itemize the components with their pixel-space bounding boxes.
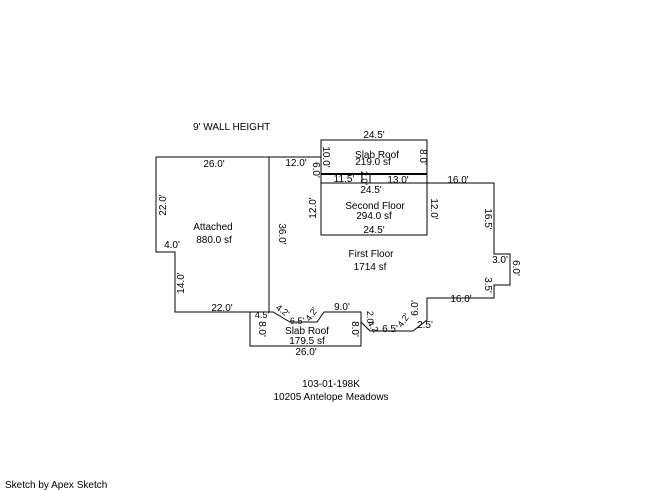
dim-ff-bot-left-small: 6.5' <box>290 316 305 326</box>
first-floor-outline <box>269 156 511 332</box>
dim-ff-bottom-mid: 9.0' <box>334 302 350 313</box>
dim-sr-inner-b: 2.0' <box>359 171 369 186</box>
sketch-credit: Sketch by Apex Sketch <box>5 480 107 490</box>
dim-att-left-lower: 14.0' <box>176 272 187 293</box>
attached-name: Attached <box>193 222 232 233</box>
slab-roof-top-area: 219.0 sf <box>355 157 391 168</box>
dim-ff-diag-left: 4.2' <box>303 305 320 323</box>
dim-ff-bottom-right: 16.0' <box>450 294 471 305</box>
dim-sb-left: 8.0' <box>256 321 267 337</box>
dim-ff-bot-right-small: 2.5' <box>417 320 433 331</box>
dim-att-right: 36.0' <box>276 223 287 244</box>
dim-ff-top-vert: 6.0' <box>310 162 321 178</box>
slab-roof-bottom-name: Slab Roof <box>285 326 329 337</box>
first-floor-area: 1714 sf <box>354 262 387 273</box>
dim-sr-left: 10.0' <box>320 146 331 167</box>
dim-att-left: 22.0' <box>158 194 169 215</box>
first-floor-name: First Floor <box>349 249 395 260</box>
dim-ff-bot-mid-right: 6.5' <box>382 324 398 335</box>
second-floor-area: 294.0 sf <box>356 211 392 222</box>
dim-sr-inner-a: 11.5' <box>334 174 355 185</box>
dim-att-top: 26.0' <box>203 159 224 170</box>
dim-att-bottom: 22.0' <box>211 303 232 314</box>
dim-ff-diag-mid: 2.0' <box>365 311 375 326</box>
dim-ff-top-right: 16.0' <box>447 175 468 186</box>
dim-sf-right: 12.0' <box>428 198 439 219</box>
dim-ff-left-small: 4.5' <box>255 310 270 320</box>
slab-roof-notch <box>361 174 371 184</box>
parcel-id: 103-01-198K <box>302 379 360 390</box>
dim-sb-right: 8.0' <box>349 321 360 337</box>
dim-ff-top-left: 12.0' <box>285 158 306 169</box>
property-address: 10205 Antelope Meadows <box>273 392 388 403</box>
second-floor-name: Second Floor <box>345 201 405 212</box>
dim-sf-top: 24.5' <box>360 185 381 196</box>
dim-ff-step-vert: 6.0' <box>510 260 521 276</box>
dim-sf-bottom: 24.5' <box>363 225 384 236</box>
dim-ff-step-b: 3.5' <box>482 277 493 293</box>
dim-sr-top: 24.5' <box>363 130 384 141</box>
dim-ff-vert-right: 6.0' <box>410 300 421 316</box>
slab-roof-bottom-outline <box>249 312 362 347</box>
dim-sb-bottom: 26.0' <box>295 347 316 358</box>
attached-area: 880.0 sf <box>196 235 232 246</box>
dim-sr-inner-c: 13.0' <box>387 175 408 186</box>
wall-height-label: 9' WALL HEIGHT <box>193 122 270 133</box>
dim-ff-mid-vert: 12.0' <box>308 197 319 218</box>
slab-roof-bottom-area: 179.5 sf <box>289 336 325 347</box>
slab-roof-top-outline <box>320 139 428 174</box>
dim-ff-step-a: 3.0' <box>492 255 508 266</box>
dim-sr-right: 8.0' <box>417 149 428 165</box>
dim-att-notch: 4.0' <box>164 240 180 251</box>
dim-ff-right-upper: 16.5' <box>482 208 493 229</box>
slab-roof-top-name: Slab Roof <box>355 150 399 161</box>
